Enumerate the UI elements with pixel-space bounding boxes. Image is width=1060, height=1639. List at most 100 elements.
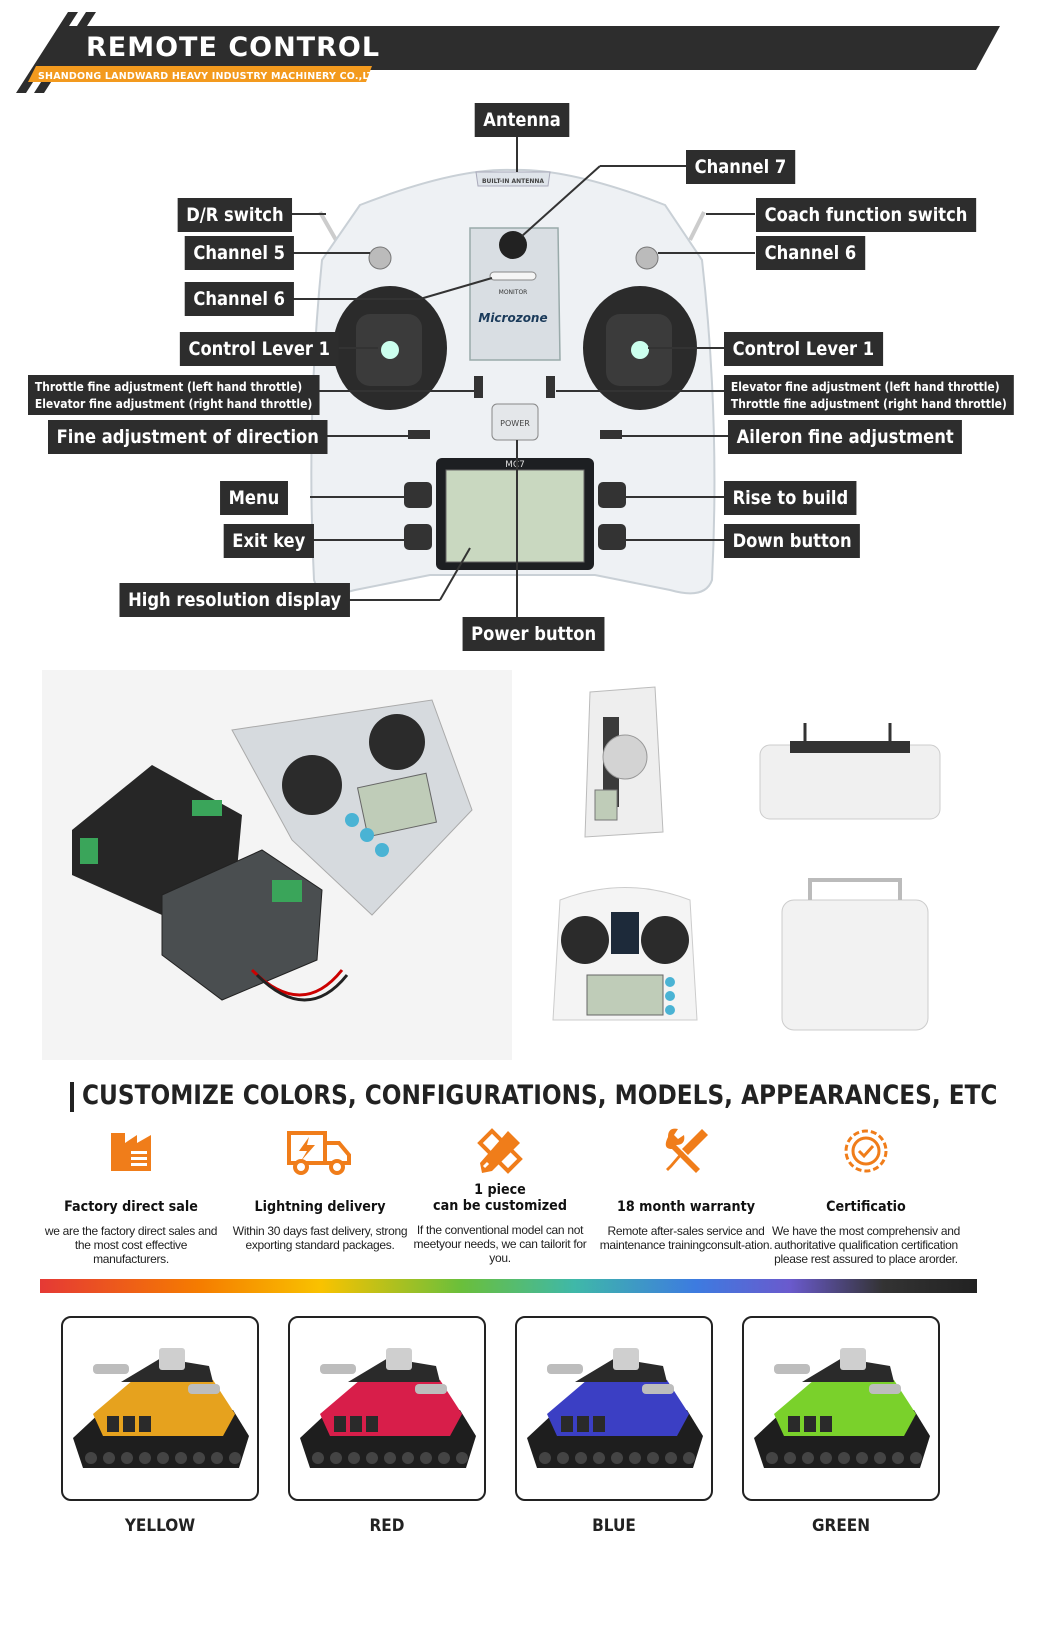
robot-part xyxy=(577,1416,589,1432)
robot-track-wheel xyxy=(910,1452,922,1464)
transmitter-side-view xyxy=(545,672,695,852)
robot-track-wheel xyxy=(139,1452,151,1464)
transmitter-front-view xyxy=(545,870,705,1040)
left-gimbal xyxy=(333,286,447,410)
robot-part xyxy=(386,1348,412,1370)
robot-part xyxy=(415,1384,447,1394)
product-photo-kit xyxy=(42,670,512,1060)
color-name-yellow: YELLOW xyxy=(124,1516,196,1536)
feature-certification: Certificatio We have the most comprehens… xyxy=(771,1120,961,1266)
robot-part xyxy=(774,1364,810,1374)
customize-tools-icon xyxy=(405,1120,595,1182)
robot-track-wheel xyxy=(874,1452,886,1464)
label-throttle-left: Throttle fine adjustment (left hand thro… xyxy=(28,375,320,415)
robot-track-wheel xyxy=(766,1452,778,1464)
robot-track-wheel xyxy=(665,1452,677,1464)
label-dr-switch: D/R switch xyxy=(177,198,293,232)
robot-part xyxy=(93,1364,129,1374)
robot-image xyxy=(300,1348,476,1468)
label-antenna: Antenna xyxy=(474,103,570,137)
robot-track-wheel xyxy=(211,1452,223,1464)
robot-track-wheel xyxy=(103,1452,115,1464)
robot-track-wheel xyxy=(629,1452,641,1464)
robot-track-wheel xyxy=(175,1452,187,1464)
robot-track-wheel xyxy=(402,1452,414,1464)
feature-title: Lightning delivery xyxy=(254,1199,386,1215)
feature-title-line1: 1 piece xyxy=(474,1182,526,1198)
robot-track-wheel xyxy=(312,1452,324,1464)
color-name-blue: BLUE xyxy=(592,1516,636,1536)
feature-desc: Remote after-sales service and maintenan… xyxy=(599,1224,773,1252)
robot-track-wheel xyxy=(438,1452,450,1464)
label-power-button: Power button xyxy=(462,617,605,651)
robot-track-wheel xyxy=(802,1452,814,1464)
robot-track-wheel xyxy=(683,1452,695,1464)
robot-track-wheel xyxy=(838,1452,850,1464)
robot-track-wheel xyxy=(611,1452,623,1464)
robot-track-wheel xyxy=(330,1452,342,1464)
feature-title: Certificatio xyxy=(826,1199,906,1215)
feature-lightning-delivery: Lightning delivery Within 30 days fast d… xyxy=(225,1120,415,1252)
robot-part xyxy=(804,1416,816,1432)
robot-track-wheel xyxy=(121,1452,133,1464)
robot-part xyxy=(320,1364,356,1374)
robot-image xyxy=(527,1348,703,1468)
feature-title: Factory direct sale xyxy=(64,1199,198,1215)
built-in-antenna-text: BUILT-IN ANTENNA xyxy=(482,178,544,185)
label-menu: Menu xyxy=(220,481,288,515)
color-name-red: RED xyxy=(369,1516,405,1536)
transmitter-top-view xyxy=(750,715,950,835)
certification-gear-icon xyxy=(771,1120,961,1182)
robot-card-blue xyxy=(515,1316,713,1501)
robot-track-wheel xyxy=(647,1452,659,1464)
label-channel-6-left: Channel 6 xyxy=(184,282,294,316)
robot-part xyxy=(334,1416,346,1432)
robot-track-wheel xyxy=(157,1452,169,1464)
customize-title: CUSTOMIZE COLORS, CONFIGURATIONS, MODELS… xyxy=(82,1080,998,1111)
label-display: High resolution display xyxy=(119,583,350,617)
robot-track-wheel xyxy=(539,1452,551,1464)
label-exit-key: Exit key xyxy=(223,524,314,558)
robot-part xyxy=(139,1416,151,1432)
robot-card-red xyxy=(288,1316,486,1501)
robot-track-wheel xyxy=(193,1452,205,1464)
page-title: REMOTE CONTROL xyxy=(86,32,381,63)
label-throttle-left-line2: Elevator fine adjustment (right hand thr… xyxy=(34,396,313,411)
robot-card-green xyxy=(742,1316,940,1501)
feature-title-line2: can be customized xyxy=(433,1198,567,1214)
robot-part xyxy=(366,1416,378,1432)
wrench-screwdriver-icon xyxy=(591,1120,781,1182)
robot-image xyxy=(73,1348,249,1468)
factory-icon xyxy=(36,1120,226,1182)
robot-part xyxy=(188,1384,220,1394)
transmitter-back-view xyxy=(770,870,940,1040)
robot-track-wheel xyxy=(856,1452,868,1464)
robot-track-wheel xyxy=(229,1452,241,1464)
company-name: SHANDONG LANDWARD HEAVY INDUSTRY MACHINE… xyxy=(38,71,382,82)
label-channel-6-right: Channel 6 xyxy=(756,236,865,270)
feature-desc: we are the factory direct sales and the … xyxy=(44,1224,218,1266)
label-down-button: Down button xyxy=(724,524,861,558)
label-fine-direction: Fine adjustment of direction xyxy=(48,420,328,454)
robot-part xyxy=(593,1416,605,1432)
robot-part xyxy=(613,1348,639,1370)
robot-track-wheel xyxy=(348,1452,360,1464)
robot-track-wheel xyxy=(593,1452,605,1464)
robot-part xyxy=(350,1416,362,1432)
feature-customized: 1 piece can be customized If the convent… xyxy=(405,1120,595,1265)
robot-track-wheel xyxy=(420,1452,432,1464)
robot-part xyxy=(159,1348,185,1370)
robot-track-wheel xyxy=(384,1452,396,1464)
rainbow-divider xyxy=(40,1279,977,1293)
robot-part xyxy=(869,1384,901,1394)
screen-model-text: MC7 xyxy=(505,460,525,470)
delivery-truck-icon xyxy=(225,1120,415,1182)
robot-part xyxy=(561,1416,573,1432)
label-throttle-left-line1: Throttle fine adjustment (left hand thro… xyxy=(34,379,303,394)
robot-track-wheel xyxy=(456,1452,468,1464)
label-elevator-right: Elevator fine adjustment (left hand thro… xyxy=(724,375,1014,415)
header-banner: REMOTE CONTROL SHANDONG LANDWARD HEAVY I… xyxy=(0,0,1060,110)
label-channel-7: Channel 7 xyxy=(686,150,795,184)
power-key-text: POWER xyxy=(500,419,530,428)
feature-title: 18 month warranty xyxy=(616,1199,756,1215)
